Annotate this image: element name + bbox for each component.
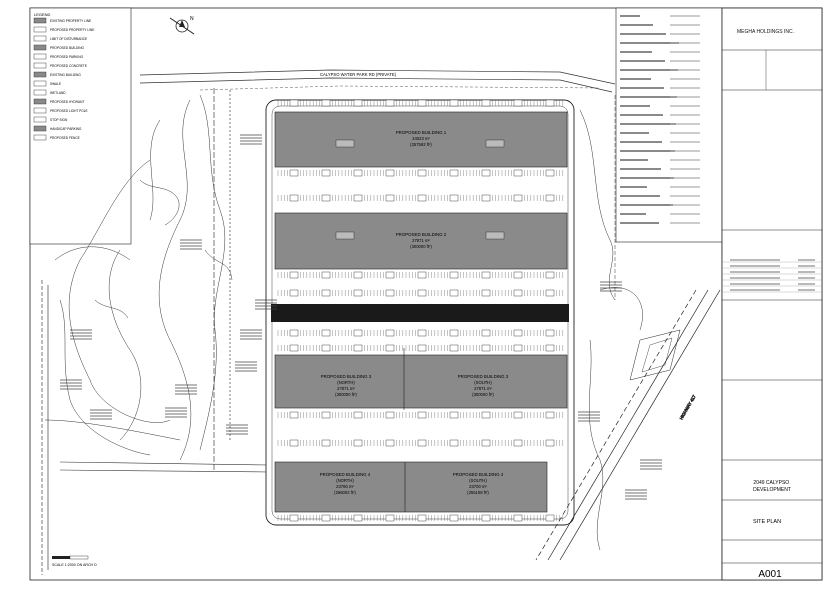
legend-row-label: PROPOSED LIGHT POLE <box>50 109 88 113</box>
truck-loading-band <box>271 304 569 322</box>
building-4n-name: PROPOSED BUILDING 4 <box>320 472 371 477</box>
legend-panel: LEGEND EXISTING PROPERTY LINE PROPOSED PR… <box>29 7 132 245</box>
legend-row: EXISTING PROPERTY LINE <box>33 17 91 24</box>
building-3s-name: PROPOSED BUILDING 3 <box>458 374 509 379</box>
building-2: PROPOSED BUILDING 2 27871 m² (300000 ft²… <box>274 212 568 270</box>
building-3s-area-m: 27871 m² <box>474 386 492 391</box>
building-2-area-ft: (300000 ft²) <box>410 244 432 249</box>
legend-row-label: PROPOSED BUILDING <box>50 46 85 50</box>
legend-row: PROPOSED HYDRANT <box>33 98 84 105</box>
building-4s-side: (SOUTH) <box>469 478 487 483</box>
legend-row-label: PROPOSED FENCE <box>50 136 80 140</box>
legend-heading: LEGEND <box>34 12 51 17</box>
highway-label: HIGHWAY 417 <box>679 394 697 421</box>
legend-row-label: EXISTING BUILDING <box>50 73 81 77</box>
legend-row: PROPOSED LIGHT POLE <box>33 107 88 114</box>
north-arrow: N <box>169 16 195 35</box>
building-4s-name: PROPOSED BUILDING 4 <box>453 472 504 477</box>
client-name: MEGHA HOLDINGS INC. <box>737 29 794 35</box>
legend-row-label: SWALE <box>50 82 61 86</box>
legend-rows: EXISTING PROPERTY LINE PROPOSED PROPERTY … <box>33 17 94 141</box>
legend-row-label: PROPOSED PROPERTY LINE <box>50 28 94 32</box>
legend-row: PROPOSED FENCE <box>33 134 80 141</box>
legend-row-label: PROPOSED PARKING <box>50 55 84 59</box>
building-3n-area-ft: (300000 ft²) <box>335 392 357 397</box>
scale-note: SCALE 1:2000 ON ARCH D <box>52 563 97 567</box>
building-4n-area-ft: (256002 ft²) <box>334 490 356 495</box>
building-1-area-ft: (257593 ft²) <box>410 142 432 147</box>
building-3n-area-m: 27871 m² <box>337 386 355 391</box>
legend-row-label: LIMIT OF DISTURBANCE <box>50 37 87 41</box>
building-3n-name: PROPOSED BUILDING 3 <box>321 374 372 379</box>
building-4s-area-ft: (255108 ft²) <box>467 490 489 495</box>
legend-row-label: STOP SIGN <box>50 118 68 122</box>
legend-row: LIMIT OF DISTURBANCE <box>33 35 87 42</box>
legend-row-label: PROPOSED CONCRETE <box>50 64 87 68</box>
building-3s-side: (SOUTH) <box>474 380 492 385</box>
legend-row-label: EXISTING PROPERTY LINE <box>50 19 91 23</box>
legend-row: PROPOSED CONCRETE <box>33 62 87 69</box>
legend-row: EXISTING BUILDING <box>33 71 81 78</box>
project-name-line: 2049 CALYPSO DEVELOPMENT <box>753 480 791 493</box>
east-contours <box>579 95 643 551</box>
legend-row: PROPOSED PROPERTY LINE <box>33 26 94 33</box>
building-4s-area-m: 23700 m² <box>469 484 487 489</box>
annotation-notes <box>60 134 662 500</box>
legend-row: HANDICAP PARKING <box>33 125 82 132</box>
building-4n-side: (NORTH) <box>336 478 354 483</box>
legend-row-label: HANDICAP PARKING <box>50 127 82 131</box>
building-4: PROPOSED BUILDING 4 (NORTH) 23780 m² (25… <box>274 461 548 513</box>
building-1: PROPOSED BUILDING 1 24023 m² (257593 ft²… <box>274 111 568 168</box>
building-1-name: PROPOSED BUILDING 1 <box>396 130 447 135</box>
building-2-name: PROPOSED BUILDING 2 <box>396 232 447 237</box>
building-2-area-m: 27871 m² <box>412 238 430 243</box>
west-property-line <box>41 88 231 575</box>
private-road: CALYPSO WATER PARK RD (PRIVATE) <box>139 69 616 93</box>
building-3: PROPOSED BUILDING 3 (NORTH) 27871 m² (30… <box>274 348 568 410</box>
building-4n-area-m: 23780 m² <box>336 484 354 489</box>
legend-row: PROPOSED BUILDING <box>33 44 85 51</box>
legend-row: SWALE <box>33 80 61 87</box>
parking-stalls <box>277 99 563 522</box>
building-3n-side: (NORTH) <box>337 380 355 385</box>
north-label: N <box>190 16 194 22</box>
legend-row: PROPOSED PARKING <box>33 53 84 60</box>
legend-row: WETLAND <box>33 89 66 96</box>
sheet-title: SITE PLAN <box>753 519 781 525</box>
building-1-area-m: 24023 m² <box>412 136 430 141</box>
legend-row-label: WETLAND <box>50 91 66 95</box>
south-access-road <box>59 460 271 520</box>
legend-row-label: PROPOSED HYDRANT <box>50 100 84 104</box>
title-block: MEGHA HOLDINGS INC. 2049 CALYPSO DEVELOP… <box>721 7 823 581</box>
wetland-contours <box>44 94 233 461</box>
sheet-number: A001 <box>758 569 782 580</box>
legend-row: STOP SIGN <box>33 116 68 123</box>
scale-bar: SCALE 1:2000 ON ARCH D <box>52 555 97 567</box>
zoning-table-panel <box>615 7 723 243</box>
building-3s-area-ft: (300000 ft²) <box>472 392 494 397</box>
road-label: CALYPSO WATER PARK RD (PRIVATE) <box>320 72 397 77</box>
